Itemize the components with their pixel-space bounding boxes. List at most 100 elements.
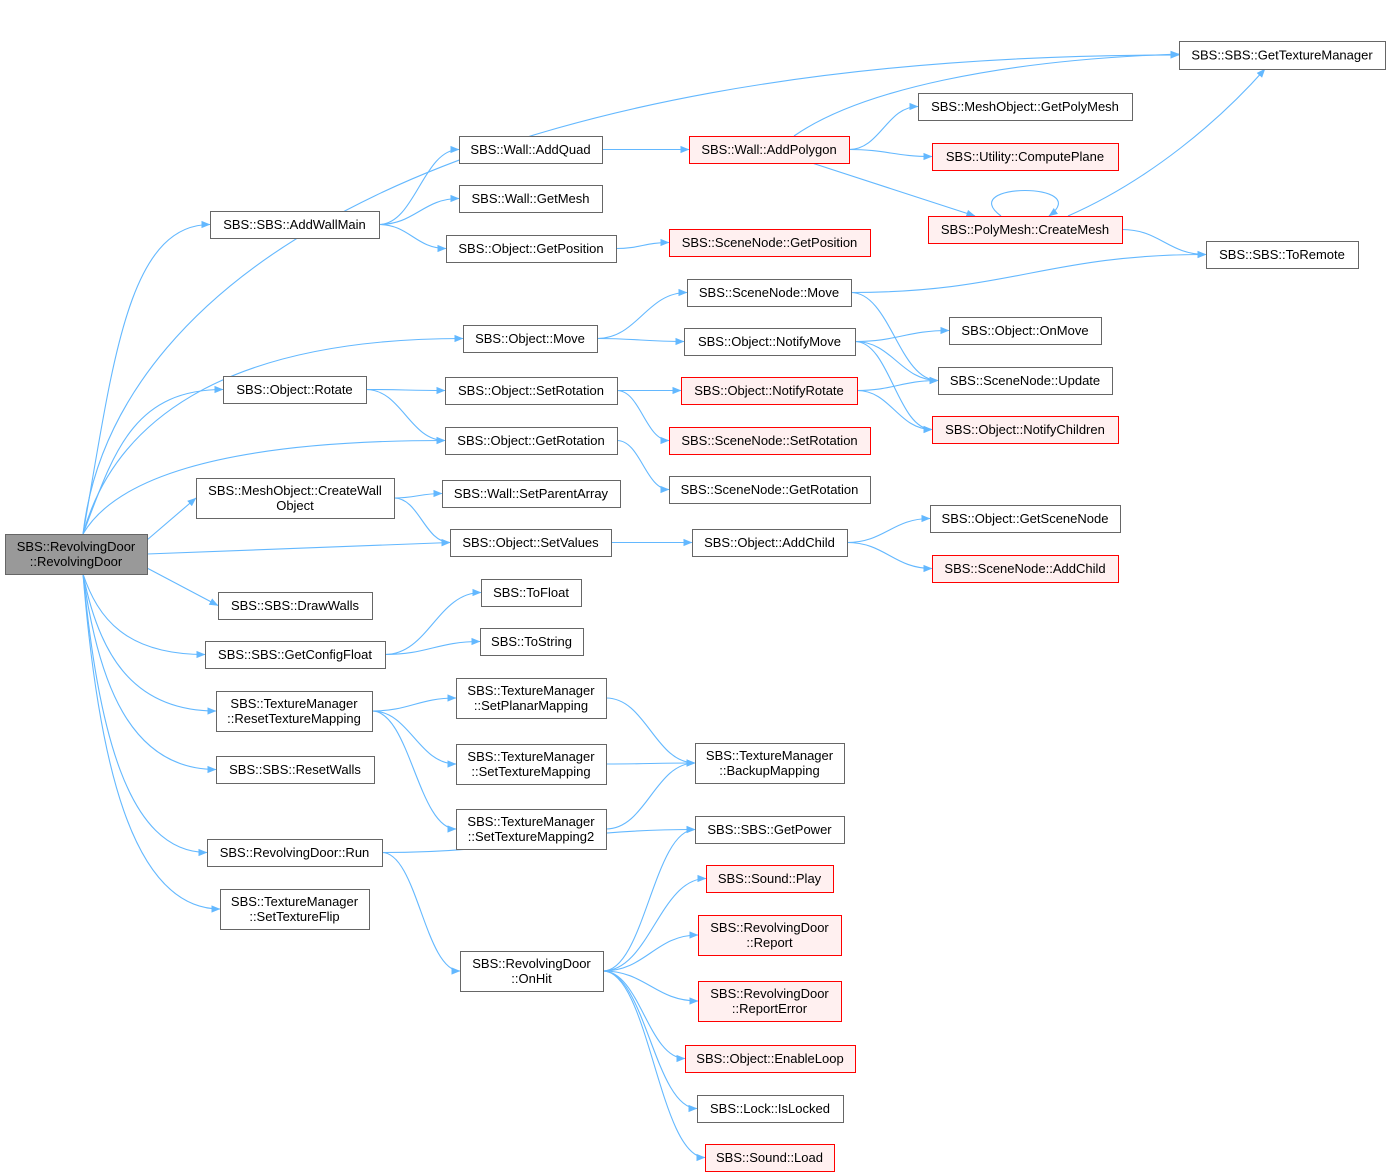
node-box: [687, 279, 852, 307]
edge-root-to-sbs-draw-walls: [146, 567, 219, 606]
node-sbs-to-string[interactable]: SBS::ToString: [480, 628, 584, 656]
node-label: SBS::TextureManager: [467, 749, 595, 764]
node-tm-set-texture-mapping2[interactable]: SBS::TextureManager::SetTextureMapping2: [456, 809, 607, 850]
node-sbs-get-power[interactable]: SBS::SBS::GetPower: [695, 816, 845, 844]
node-label: SBS::PolyMesh::CreateMesh: [941, 222, 1109, 237]
node-object-move[interactable]: SBS::Object::Move: [463, 325, 598, 353]
edge-object-notify-rotate-to-object-notify-children: [856, 389, 933, 434]
node-sbs-draw-walls[interactable]: SBS::SBS::DrawWalls: [218, 592, 373, 620]
node-box: [669, 229, 871, 257]
node-scenenode-get-rotation[interactable]: SBS::SceneNode::GetRotation: [669, 476, 871, 504]
node-label: SBS::SBS::GetTextureManager: [1191, 48, 1373, 63]
edge-object-rotate-to-object-get-rotation: [365, 388, 446, 445]
edge-tm-set-texture-mapping2-to-tm-backup-mapping: [605, 759, 696, 830]
node-revolving-door-run[interactable]: SBS::RevolvingDoor::Run: [207, 839, 383, 867]
node-label: SBS::RevolvingDoor: [710, 986, 829, 1001]
node-sbs-get-config-float[interactable]: SBS::SBS::GetConfigFloat: [205, 641, 386, 669]
node-box: [706, 865, 834, 893]
node-scenenode-update[interactable]: SBS::SceneNode::Update: [938, 367, 1113, 395]
node-label: SBS::TextureManager: [467, 683, 595, 698]
edge-root-to-object-get-rotation: [82, 436, 446, 535]
node-root[interactable]: SBS::RevolvingDoor::RevolvingDoor: [5, 534, 148, 575]
node-tm-set-texture-flip[interactable]: SBS::TextureManager::SetTextureFlip: [220, 889, 370, 930]
node-label: SBS::SBS::AddWallMain: [223, 217, 366, 232]
edge-revolving-door-run-to-revolving-door-on-hit: [381, 851, 461, 975]
node-box: [205, 641, 386, 669]
node-sound-play[interactable]: SBS::Sound::Play: [706, 865, 834, 893]
node-object-get-position[interactable]: SBS::Object::GetPosition: [446, 235, 617, 263]
node-object-notify-rotate[interactable]: SBS::Object::NotifyRotate: [681, 377, 858, 405]
node-box: [692, 529, 848, 557]
node-utility-compute-plane[interactable]: SBS::Utility::ComputePlane: [932, 143, 1119, 171]
node-sbs-to-remote[interactable]: SBS::SBS::ToRemote: [1206, 241, 1359, 269]
edge-sbs-add-wall-main-to-wall-get-mesh: [378, 194, 460, 226]
node-tm-set-planar-mapping[interactable]: SBS::TextureManager::SetPlanarMapping: [456, 678, 607, 719]
node-object-get-scene-node[interactable]: SBS::Object::GetSceneNode: [930, 505, 1121, 533]
node-object-add-child[interactable]: SBS::Object::AddChild: [692, 529, 848, 557]
edge-tm-set-texture-mapping-to-tm-backup-mapping: [605, 759, 696, 767]
node-get-texture-manager[interactable]: SBS::SBS::GetTextureManager: [1179, 41, 1386, 70]
node-tm-reset-texture-mapping[interactable]: SBS::TextureManager::ResetTextureMapping: [216, 691, 373, 732]
edge-sbs-get-config-float-to-sbs-to-string: [384, 637, 481, 656]
node-wall-set-parent-array[interactable]: SBS::Wall::SetParentArray: [442, 480, 621, 508]
node-tm-backup-mapping[interactable]: SBS::TextureManager::BackupMapping: [695, 743, 845, 784]
node-label: SBS::Object::GetRotation: [457, 433, 604, 448]
node-sbs-add-wall-main[interactable]: SBS::SBS::AddWallMain: [210, 211, 380, 239]
edge-revolving-door-on-hit-to-revolving-door-report-error: [602, 970, 699, 1005]
node-object-set-rotation[interactable]: SBS::Object::SetRotation: [445, 377, 618, 405]
node-revolving-door-report-error[interactable]: SBS::RevolvingDoor::ReportError: [698, 981, 842, 1022]
edge-root-to-tm-set-texture-flip: [82, 573, 221, 913]
node-object-notify-children[interactable]: SBS::Object::NotifyChildren: [932, 416, 1119, 444]
node-box: [459, 185, 603, 213]
node-box: [1206, 241, 1359, 269]
node-wall-add-polygon[interactable]: SBS::Wall::AddPolygon: [689, 136, 850, 164]
node-box: [684, 328, 856, 356]
node-box: [685, 1045, 856, 1073]
node-scenenode-add-child[interactable]: SBS::SceneNode::AddChild: [932, 555, 1119, 583]
node-box: [207, 839, 383, 867]
node-box: [456, 678, 607, 719]
node-label: SBS::SceneNode::Update: [950, 373, 1100, 388]
node-label: SBS::MeshObject::GetPolyMesh: [931, 99, 1119, 114]
edge-revolving-door-on-hit-to-revolving-door-report: [602, 931, 699, 972]
node-object-notify-move[interactable]: SBS::Object::NotifyMove: [684, 328, 856, 356]
node-wall-get-mesh[interactable]: SBS::Wall::GetMesh: [459, 185, 603, 213]
node-box: [216, 756, 375, 784]
node-box: [446, 235, 617, 263]
node-revolving-door-report[interactable]: SBS::RevolvingDoor::Report: [698, 915, 842, 956]
node-object-rotate[interactable]: SBS::Object::Rotate: [223, 376, 367, 404]
node-revolving-door-on-hit[interactable]: SBS::RevolvingDoor::OnHit: [460, 951, 604, 992]
edge-revolving-door-on-hit-to-sbs-get-power: [602, 825, 696, 972]
node-object-get-rotation[interactable]: SBS::Object::GetRotation: [445, 427, 618, 455]
node-lock-is-locked[interactable]: SBS::Lock::IsLocked: [697, 1095, 844, 1123]
edge-root-to-object-set-values: [146, 539, 451, 555]
node-label: SBS::Sound::Load: [716, 1150, 823, 1165]
node-wall-add-quad[interactable]: SBS::Wall::AddQuad: [459, 136, 603, 164]
edge-root-to-sbs-reset-walls: [82, 573, 217, 774]
node-scenenode-get-position[interactable]: SBS::SceneNode::GetPosition: [669, 229, 871, 257]
node-label: SBS::TextureManager: [230, 696, 358, 711]
node-sound-load[interactable]: SBS::Sound::Load: [705, 1144, 835, 1172]
node-tm-set-texture-mapping[interactable]: SBS::TextureManager::SetTextureMapping: [456, 744, 607, 785]
node-label: SBS::Object::Move: [475, 331, 585, 346]
node-object-on-move[interactable]: SBS::Object::OnMove: [949, 317, 1102, 345]
node-box: [949, 317, 1102, 345]
node-sbs-to-float[interactable]: SBS::ToFloat: [481, 579, 582, 607]
node-scenenode-set-rotation[interactable]: SBS::SceneNode::SetRotation: [669, 427, 871, 455]
edge-root-to-get-texture-manager: [82, 51, 1180, 535]
edge-sbs-get-config-float-to-sbs-to-float: [384, 588, 482, 656]
edge-root-to-object-rotate: [82, 385, 224, 535]
node-scenenode-move[interactable]: SBS::SceneNode::Move: [687, 279, 852, 307]
node-object-set-values[interactable]: SBS::Object::SetValues: [450, 529, 612, 557]
node-label: SBS::SceneNode::SetRotation: [681, 433, 857, 448]
node-sbs-reset-walls[interactable]: SBS::SBS::ResetWalls: [216, 756, 375, 784]
node-label: SBS::SBS::ResetWalls: [229, 762, 361, 777]
node-label: ::SetTextureFlip: [249, 909, 339, 924]
node-box: [442, 480, 621, 508]
node-label: SBS::Object::EnableLoop: [696, 1051, 843, 1066]
node-mesh-get-poly-mesh[interactable]: SBS::MeshObject::GetPolyMesh: [918, 93, 1133, 121]
node-object-enable-loop[interactable]: SBS::Object::EnableLoop: [685, 1045, 856, 1073]
node-polymesh-create-mesh[interactable]: SBS::PolyMesh::CreateMesh: [928, 216, 1123, 244]
node-box: [669, 476, 871, 504]
